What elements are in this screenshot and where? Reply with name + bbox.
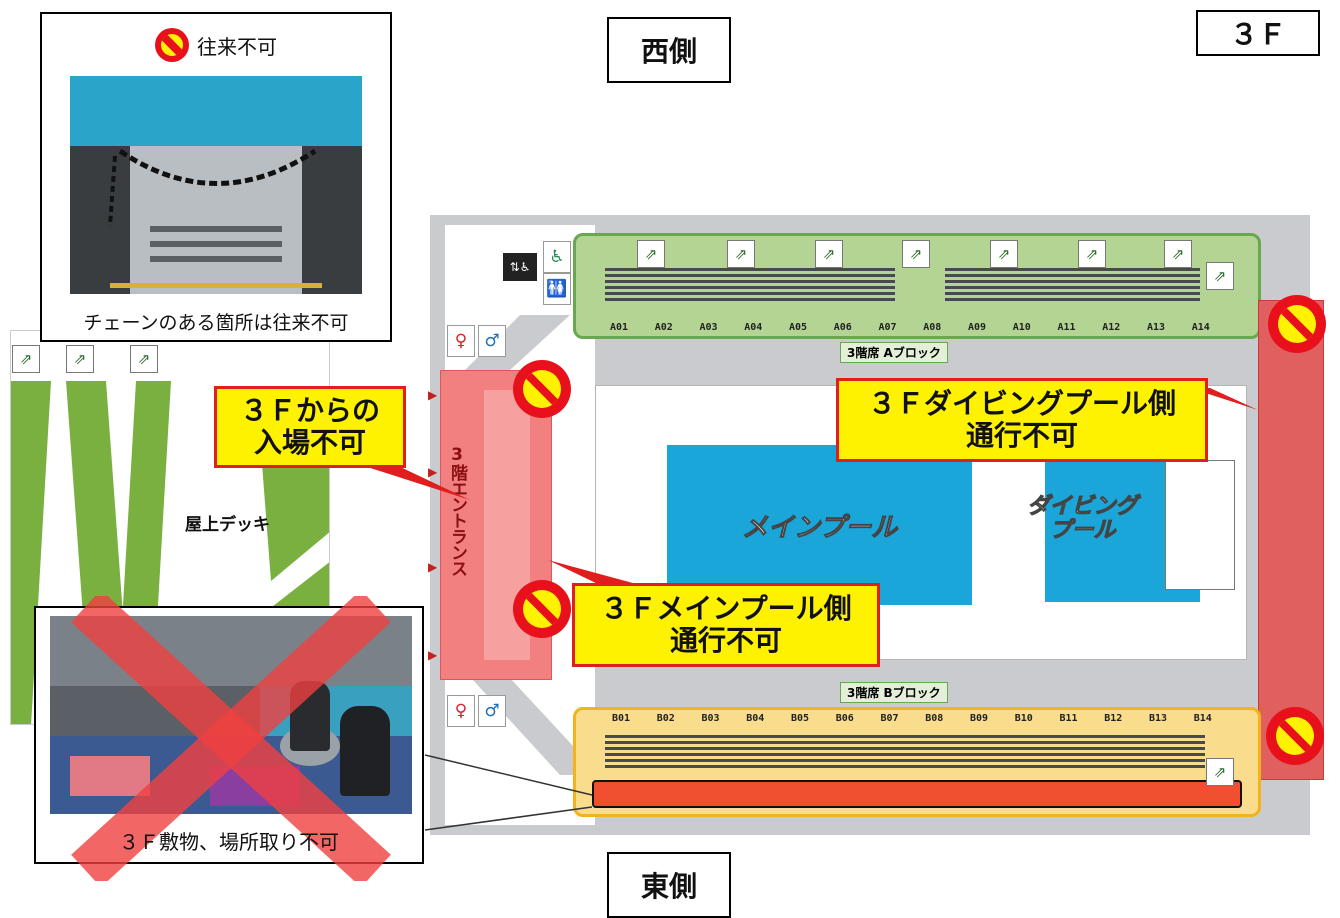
no-entry-icon (155, 28, 189, 62)
block-label: B14 (1193, 713, 1212, 724)
callout-diving-line2: 通行不可 (965, 419, 1078, 452)
arrow-icon: ▶ (428, 465, 438, 479)
block-label: B04 (746, 713, 765, 724)
wheelchair-icon: ♿ (543, 241, 571, 273)
block-b-labels: B01 B02 B03 B04 B05 B06 B07 B08 B09 B10 … (612, 713, 1212, 724)
block-label: A02 (654, 322, 673, 333)
block-label: A09 (968, 322, 987, 333)
male-restroom-icon: ♂ (478, 695, 506, 727)
seats-a-1 (605, 268, 895, 301)
block-label: A01 (610, 322, 629, 333)
no-entry-icon (513, 580, 571, 638)
no-entry-icon (1266, 707, 1324, 765)
block-label: B03 (701, 713, 720, 724)
block-label: A07 (878, 322, 897, 333)
callout-diving: ３Ｆダイビングプール側 通行不可 (836, 378, 1208, 462)
notice-rug: ３Ｆ敷物、場所取り不可 (34, 596, 424, 881)
seats-a-2 (945, 268, 1200, 301)
block-b-title: 3階席 Bブロック (840, 682, 948, 703)
block-label: B05 (791, 713, 810, 724)
notice-chain: 往来不可 チェーンのある箇所は往来不可 (40, 12, 392, 342)
stairs-icon: ⇗ (727, 240, 755, 268)
west-label: 西側 (607, 17, 731, 83)
callout-main-line1: ３Ｆメインプール側 (600, 591, 852, 625)
block-label: B07 (880, 713, 899, 724)
female-restroom-icon: ♀ (447, 325, 475, 357)
elevator-icon: ⇅♿ (503, 253, 537, 281)
block-label: A06 (833, 322, 852, 333)
stairs-icon: ⇗ (1206, 262, 1234, 290)
cross-mark (71, 596, 391, 881)
stairs-icon: ⇗ (637, 240, 665, 268)
block-label: B01 (612, 713, 631, 724)
seats-b-1 (605, 735, 1205, 768)
stairs-icon: ⇗ (902, 240, 930, 268)
block-label: B09 (970, 713, 989, 724)
block-label: A08 (923, 322, 942, 333)
no-entry-icon (513, 360, 571, 418)
arrow-icon: ▶ (428, 388, 438, 402)
diving-pool-label: ダイビングプール (1027, 494, 1138, 544)
block-label: B08 (925, 713, 944, 724)
restroom-icon: 🚻 (543, 273, 571, 305)
restricted-aisle-b (592, 780, 1242, 808)
arrow-icon: ▶ (428, 560, 438, 574)
east-label: 東側 (607, 852, 731, 918)
block-a-labels: A01 A02 A03 A04 A05 A06 A07 A08 A09 A10 … (610, 322, 1210, 333)
callout-entry: ３Ｆからの 入場不可 (214, 386, 406, 468)
block-label: B12 (1104, 713, 1123, 724)
notice-chain-caption: チェーンのある箇所は往来不可 (83, 312, 349, 334)
notice-chain-title: 往来不可 (197, 34, 277, 59)
block-label: B06 (835, 713, 854, 724)
stairs-icon: ⇗ (815, 240, 843, 268)
block-label: B10 (1014, 713, 1033, 724)
callout-main-line2: 通行不可 (669, 624, 782, 657)
callout-entry-line1: ３Ｆからの (239, 393, 380, 427)
block-label: B11 (1059, 713, 1078, 724)
notice-chain-header: 往来不可 (42, 28, 390, 62)
block-label: A12 (1102, 322, 1121, 333)
rooftop-deck-label: 屋上デッキ (185, 515, 270, 535)
callout-main: ３Ｆメインプール側 通行不可 (572, 583, 880, 667)
main-pool: メインプール (667, 445, 972, 605)
callout-entry-line2: 入場不可 (253, 426, 366, 459)
stairs-icon: ⇗ (12, 345, 40, 373)
female-restroom-icon: ♀ (447, 695, 475, 727)
no-entry-icon (1268, 295, 1326, 353)
block-label: B02 (656, 713, 675, 724)
block-label: A14 (1191, 322, 1210, 333)
stairs-icon: ⇗ (1206, 758, 1234, 786)
block-label: A10 (1012, 322, 1031, 333)
restricted-corridor-right (1258, 300, 1324, 780)
block-label: A03 (699, 322, 718, 333)
block-label: A04 (744, 322, 763, 333)
arrow-icon: ▶ (428, 648, 438, 662)
stairs-icon: ⇗ (1078, 240, 1106, 268)
entrance-label: 3階エントランス (447, 445, 467, 576)
stairs-icon: ⇗ (130, 345, 158, 373)
stairs-icon: ⇗ (66, 345, 94, 373)
block-label: B13 (1149, 713, 1168, 724)
stairs-icon: ⇗ (990, 240, 1018, 268)
notice-rug-caption: ３Ｆ敷物、場所取り不可 (119, 830, 339, 854)
stair-chain-photo (70, 76, 362, 294)
block-label: A05 (789, 322, 808, 333)
male-restroom-icon: ♂ (478, 325, 506, 357)
stairs-icon: ⇗ (1164, 240, 1192, 268)
floor-label: ３Ｆ (1196, 10, 1320, 56)
callout-diving-line1: ３Ｆダイビングプール側 (867, 386, 1176, 420)
block-a-title: 3階席 Aブロック (840, 342, 948, 363)
block-label: A11 (1057, 322, 1076, 333)
main-pool-label: メインプール (741, 512, 898, 543)
block-label: A13 (1147, 322, 1166, 333)
